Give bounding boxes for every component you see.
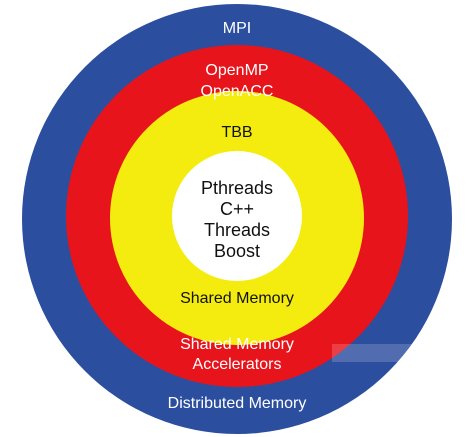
center-line-4: Boost bbox=[213, 241, 261, 261]
second-top-line-1: OpenMP bbox=[205, 62, 269, 79]
second-top-line-2: OpenACC bbox=[200, 83, 274, 100]
watermark-overlay bbox=[332, 344, 456, 362]
second-bottom-line-1: Shared Memory bbox=[180, 336, 294, 353]
center-line-2: C++ bbox=[219, 199, 255, 219]
third-top-label: TBB bbox=[221, 124, 253, 141]
third-bottom-label: Shared Memory bbox=[180, 290, 294, 307]
outer-bottom-label: Distributed Memory bbox=[167, 395, 307, 412]
second-bottom-line-2: Accelerators bbox=[192, 356, 282, 373]
center-circle bbox=[172, 151, 302, 281]
outer-top-label: MPI bbox=[222, 20, 252, 37]
center-line-1: Pthreads bbox=[200, 178, 274, 198]
center-line-3: Threads bbox=[203, 220, 271, 240]
